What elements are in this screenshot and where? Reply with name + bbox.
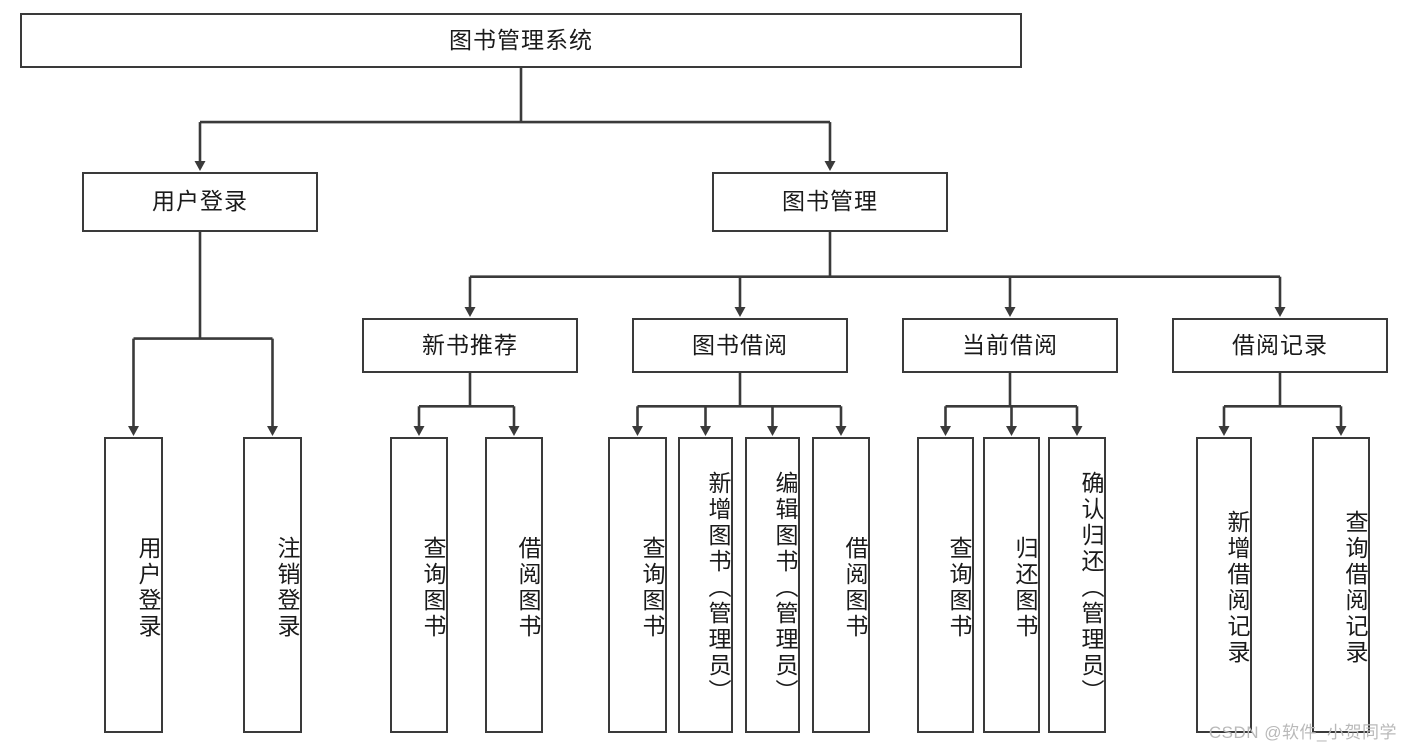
node-records[interactable]: 借阅记录 bbox=[1172, 318, 1388, 373]
node-label: 归还图书 bbox=[1012, 536, 1038, 640]
node-borrow[interactable]: 图书借阅 bbox=[632, 318, 848, 373]
node-root[interactable]: 图书管理系统 bbox=[20, 13, 1022, 68]
node-leaf-bk-add[interactable]: 新增图书（管理员） bbox=[678, 437, 733, 733]
node-label: 新增图书（管理员） bbox=[705, 471, 731, 705]
node-label: 借阅图书 bbox=[515, 536, 541, 640]
node-label: 查询借阅记录 bbox=[1342, 510, 1368, 666]
node-label: 新书推荐 bbox=[422, 331, 518, 358]
node-leaf-rec-query[interactable]: 查询借阅记录 bbox=[1312, 437, 1370, 733]
node-bookmgmt[interactable]: 图书管理 bbox=[712, 172, 948, 232]
node-label: 当前借阅 bbox=[962, 331, 1058, 358]
node-label: 借阅记录 bbox=[1232, 331, 1328, 358]
node-label: 图书借阅 bbox=[692, 331, 788, 358]
node-label: 新增借阅记录 bbox=[1224, 510, 1250, 666]
node-label: 查询图书 bbox=[946, 536, 972, 640]
node-leaf-cur-return[interactable]: 归还图书 bbox=[983, 437, 1040, 733]
node-label: 查询图书 bbox=[420, 536, 446, 640]
node-leaf-bk-edit[interactable]: 编辑图书（管理员） bbox=[745, 437, 800, 733]
node-leaf-new-query[interactable]: 查询图书 bbox=[390, 437, 448, 733]
node-leaf-rec-add[interactable]: 新增借阅记录 bbox=[1196, 437, 1252, 733]
node-label: 借阅图书 bbox=[842, 536, 868, 640]
node-leaf-cur-confirm[interactable]: 确认归还（管理员） bbox=[1048, 437, 1106, 733]
node-label: 图书管理系统 bbox=[449, 26, 593, 53]
node-label: 查询图书 bbox=[639, 536, 665, 640]
node-label: 用户登录 bbox=[135, 536, 161, 640]
node-leaf-bk-query[interactable]: 查询图书 bbox=[608, 437, 667, 733]
node-leaf-cur-query[interactable]: 查询图书 bbox=[917, 437, 974, 733]
node-leaf-bk-borrow[interactable]: 借阅图书 bbox=[812, 437, 870, 733]
csdn-watermark: CSDN @软件_小贺同学 bbox=[1208, 723, 1397, 742]
node-login[interactable]: 用户登录 bbox=[82, 172, 318, 232]
node-label: 编辑图书（管理员） bbox=[772, 471, 798, 705]
node-newbook[interactable]: 新书推荐 bbox=[362, 318, 578, 373]
node-leaf-user-login[interactable]: 用户登录 bbox=[104, 437, 163, 733]
node-leaf-user-logout[interactable]: 注销登录 bbox=[243, 437, 302, 733]
node-label: 确认归还（管理员） bbox=[1078, 471, 1104, 705]
node-current[interactable]: 当前借阅 bbox=[902, 318, 1118, 373]
node-label: 图书管理 bbox=[782, 188, 878, 215]
node-label: 用户登录 bbox=[152, 188, 248, 215]
node-leaf-new-borrow[interactable]: 借阅图书 bbox=[485, 437, 543, 733]
node-label: 注销登录 bbox=[274, 536, 300, 640]
